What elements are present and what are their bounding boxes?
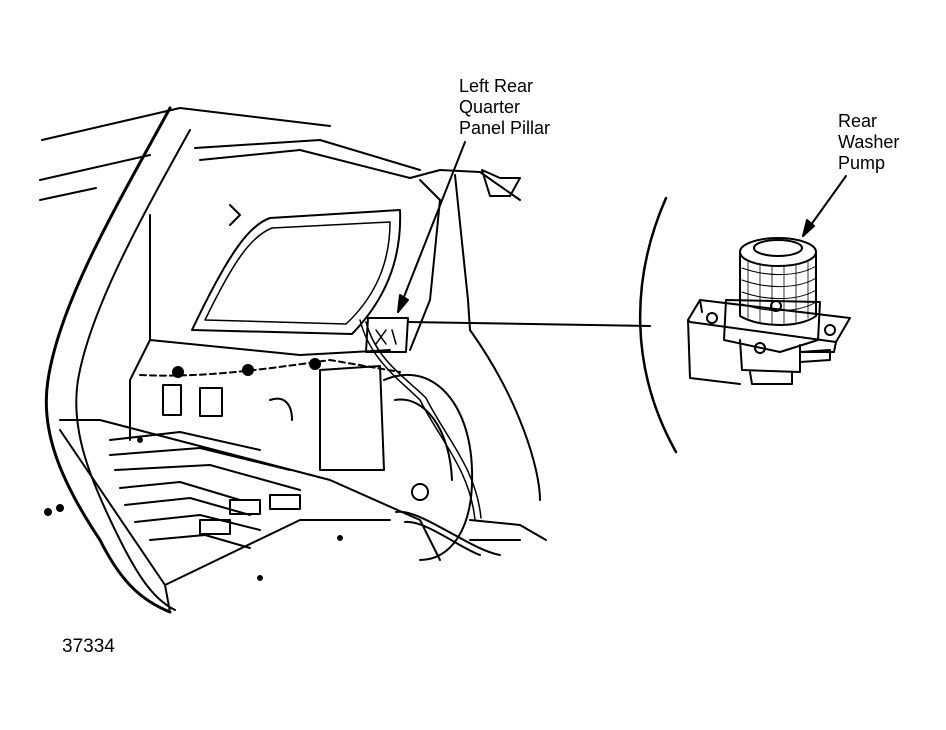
callout-pump-line3: Pump	[838, 153, 886, 173]
detail-circle-arc	[638, 196, 678, 454]
pillar-arrowhead	[397, 294, 409, 313]
pump-arrowhead	[802, 219, 815, 237]
figure-number: 37334	[62, 636, 115, 657]
callout-pump-line2: Washer	[838, 132, 900, 152]
detail-connector	[407, 321, 651, 327]
callout-pump-line1: Rear	[838, 111, 878, 131]
callout-pillar-line3: Panel Pillar	[459, 118, 551, 138]
callout-rear-washer-pump: Rear Washer Pump	[838, 111, 899, 174]
pillar-leader	[397, 141, 466, 313]
callout-pillar-line2: Quarter	[459, 97, 521, 117]
callout-pillar-line1: Left Rear	[459, 76, 534, 96]
washer-pump-detail	[687, 237, 851, 385]
callout-leaders	[397, 141, 847, 327]
vehicle-interior-outline	[39, 106, 547, 614]
callout-left-rear-quarter-panel-pillar: Left Rear Quarter Panel Pillar	[459, 76, 550, 139]
